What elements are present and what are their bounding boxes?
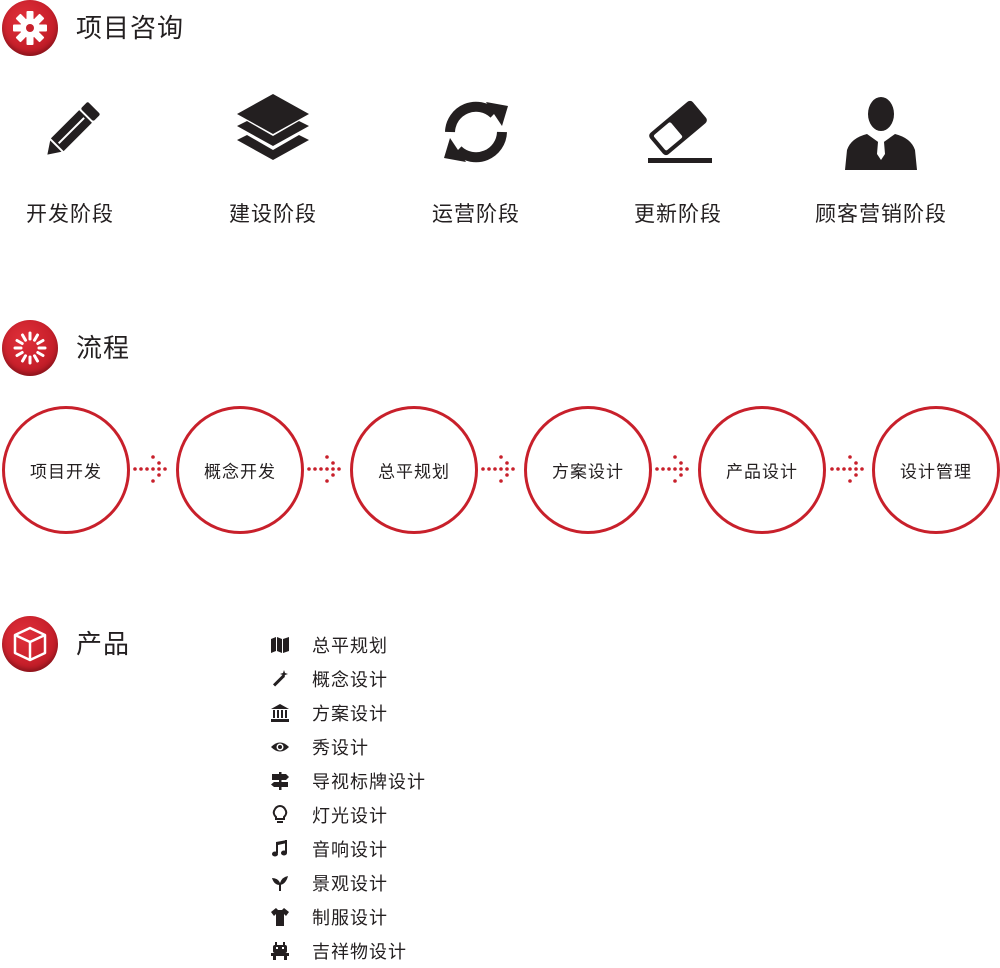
product-label: 制服设计 [312,908,388,929]
phase-marketing: 顾客营销阶段 [781,92,981,228]
institution-icon [268,701,292,725]
list-item: 秀设计 [268,730,426,764]
product-label: 导视标牌设计 [312,772,426,793]
list-item: 吉祥物设计 [268,934,426,968]
list-item: 灯光设计 [268,798,426,832]
phase-label: 建设阶段 [229,202,317,226]
process-step: 概念开发 [176,406,304,534]
phase-label: 顾客营销阶段 [815,202,947,226]
music-icon [268,837,292,861]
list-item: 音响设计 [268,832,426,866]
phase-renewal: 更新阶段 [578,92,778,228]
dotted-arrow-icon [481,455,515,483]
phase-development: 开发阶段 [0,92,170,228]
list-item: 概念设计 [268,662,426,696]
list-item: 方案设计 [268,696,426,730]
lightbulb-icon [268,803,292,827]
pencil-icon [0,92,170,172]
section-process-header: 流程 [0,320,400,380]
process-step-label: 产品设计 [726,462,798,483]
eraser-icon [578,92,778,172]
cube-icon [2,616,58,672]
product-label: 灯光设计 [312,806,388,827]
phase-label: 开发阶段 [26,202,114,226]
loading-ring-icon [2,320,58,376]
section-products-header: 产品 [0,616,400,676]
list-item: 总平规划 [268,628,426,662]
phase-operation: 运营阶段 [376,92,576,228]
process-step: 项目开发 [2,406,130,534]
magic-wand-icon [268,667,292,691]
section-title-products: 产品 [76,630,131,660]
map-icon [268,633,292,657]
list-item: 制服设计 [268,900,426,934]
product-label: 吉祥物设计 [312,942,407,963]
product-label: 音响设计 [312,840,388,861]
refresh-icon [376,92,576,172]
phase-construction: 建设阶段 [173,92,373,228]
section-consulting-header: 项目咨询 [0,0,400,60]
dotted-arrow-icon [830,455,864,483]
list-item: 导视标牌设计 [268,764,426,798]
person-icon [781,92,981,172]
product-label: 秀设计 [312,738,369,759]
product-label: 方案设计 [312,704,388,725]
product-label: 景观设计 [312,874,388,895]
product-label: 概念设计 [312,670,388,691]
signpost-icon [268,769,292,793]
process-step-label: 总平规划 [378,462,450,483]
process-step-label: 设计管理 [900,462,972,483]
sprout-icon [268,871,292,895]
process-step-label: 方案设计 [552,462,624,483]
product-list: 总平规划 概念设计 方案设计 秀设计 导视标牌设计 灯光设计 音响设计 [268,628,426,968]
layers-icon [173,92,373,172]
phase-label: 运营阶段 [432,202,520,226]
section-title-process: 流程 [76,334,131,364]
mascot-icon [268,939,292,963]
section-title-consulting: 项目咨询 [76,14,185,44]
process-step: 总平规划 [350,406,478,534]
list-item: 景观设计 [268,866,426,900]
process-step-label: 项目开发 [30,462,102,483]
dotted-arrow-icon [307,455,341,483]
process-step-label: 概念开发 [204,462,276,483]
process-step: 方案设计 [524,406,652,534]
process-step: 产品设计 [698,406,826,534]
eye-icon [268,735,292,759]
tshirt-icon [268,905,292,929]
phase-label: 更新阶段 [634,202,722,226]
dotted-arrow-icon [133,455,167,483]
product-label: 总平规划 [312,636,388,657]
gear-icon [2,0,58,56]
process-step: 设计管理 [872,406,1000,534]
dotted-arrow-icon [655,455,689,483]
